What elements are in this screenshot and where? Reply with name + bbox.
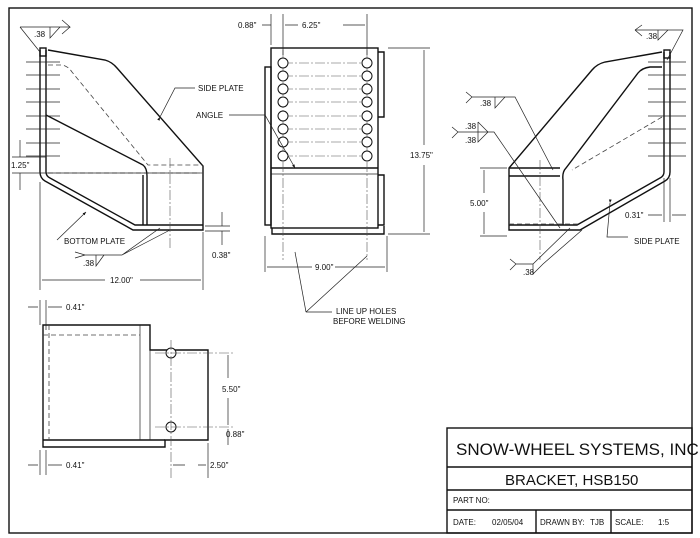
- dim-6-25: 6.25": [302, 21, 321, 30]
- weld-symbol-value: .38: [646, 32, 658, 41]
- drawn-by-value: TJB: [590, 518, 604, 527]
- dim-5-50: 5.50": [222, 385, 241, 394]
- dim-1-25: 1.25": [11, 161, 30, 170]
- part-name: BRACKET, HSB150: [505, 472, 638, 489]
- dim-0-88: 0.88": [238, 21, 257, 30]
- scale-value: 1:5: [658, 518, 670, 527]
- note-before-welding: BEFORE WELDING: [333, 317, 405, 326]
- angle-label: ANGLE: [196, 111, 223, 120]
- side-plate-label: SIDE PLATE: [634, 237, 680, 246]
- title-block: SNOW-WHEEL SYSTEMS, INC BRACKET, HSB150 …: [446, 427, 699, 534]
- dim-0-41-top: 0.41": [66, 303, 85, 312]
- weld-symbol-value: .38: [480, 99, 492, 108]
- weld-symbol-value: .38: [465, 122, 477, 131]
- left-side-view: .38 SIDE PLATE 1.25" BOTTOM PLATE .38 0.…: [11, 19, 244, 290]
- dim-0-31: 0.31": [625, 211, 644, 220]
- bolt-holes: [277, 57, 373, 162]
- dim-2-50: 2.50": [210, 461, 229, 470]
- weld-symbol-value: .38: [34, 30, 46, 39]
- date-label: DATE:: [453, 518, 476, 527]
- company-name: SNOW-WHEEL SYSTEMS, INC: [456, 440, 699, 459]
- side-plate-label: SIDE PLATE: [198, 84, 244, 93]
- dim-0-38: 0.38": [212, 251, 231, 260]
- bottom-plate-label: BOTTOM PLATE: [64, 237, 125, 246]
- right-side-view: .38 .38 .38 .38 5.00" 0.31" SIDE PLATE .…: [451, 24, 686, 277]
- drawing-border: [8, 7, 693, 534]
- dim-9-00: 9.00": [315, 263, 334, 272]
- date-value: 02/05/04: [492, 518, 524, 527]
- scale-label: SCALE:: [615, 518, 643, 527]
- dim-13-75: 13.75": [410, 151, 433, 160]
- part-no-label: PART NO:: [453, 496, 490, 505]
- dim-0-88: 0.88": [226, 430, 245, 439]
- note-line-up-holes: LINE UP HOLES: [336, 307, 396, 316]
- dim-0-41-bottom: 0.41": [66, 461, 85, 470]
- bottom-view: 0.41" 5.50" 0.88" 0.41" 2.50": [28, 300, 245, 480]
- drawn-by-label: DRAWN BY:: [540, 518, 585, 527]
- weld-symbol-value: .38: [83, 259, 95, 268]
- dim-5-00: 5.00": [470, 199, 489, 208]
- front-view: 0.88" 6.25" ANGLE 13.75" 9.00" LINE UP H…: [196, 14, 433, 326]
- dim-12-00: 12.00": [110, 276, 133, 285]
- weld-symbol-value: .38: [523, 268, 535, 277]
- weld-symbol-value: .38: [465, 136, 477, 145]
